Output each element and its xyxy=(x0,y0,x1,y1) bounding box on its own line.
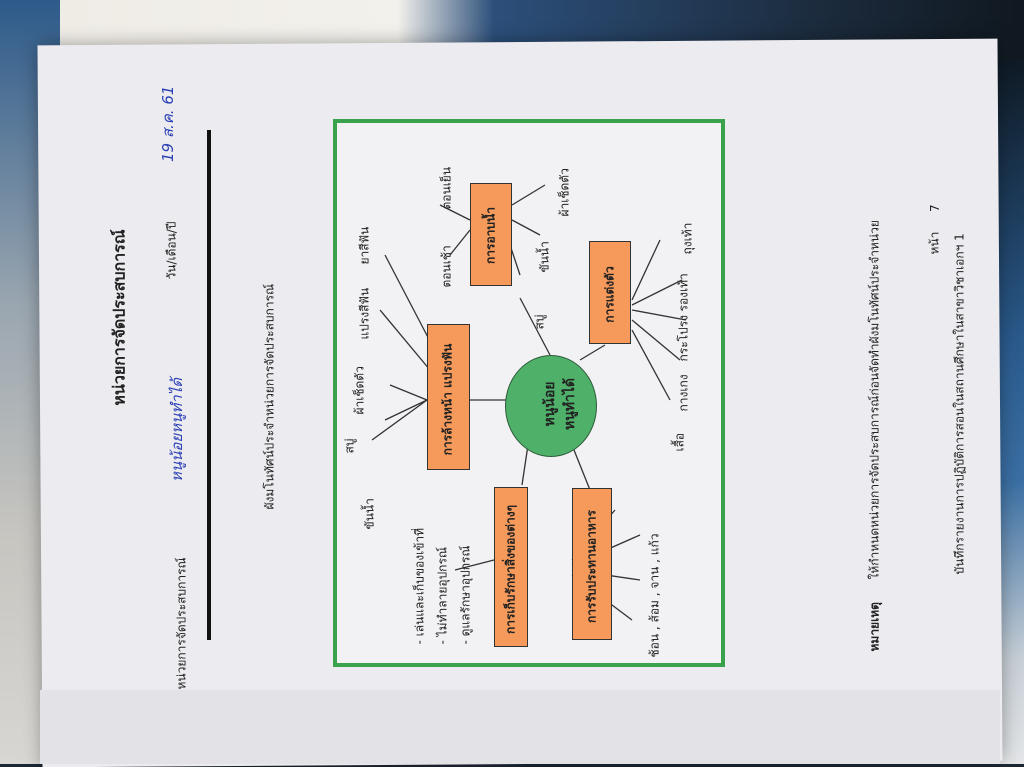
wash-item-1: ขันน้ำ xyxy=(362,498,377,530)
center-label-1: หนูน้อย xyxy=(542,381,558,427)
node-care-label: การเก็บรักษาสิ่งของต่างๆ xyxy=(503,504,518,635)
care-item-2: - ไม่ทำลายอุปกรณ์ xyxy=(435,546,450,645)
node-dress-label: การแต่งตัว xyxy=(602,266,617,323)
dress-item-1: เสื้อ xyxy=(672,432,687,452)
node-wash-label: การล้างหน้า แปรงฟัน xyxy=(440,343,455,456)
node-eat xyxy=(572,488,612,640)
bath-item-5: ผ้าเช็ดตัว xyxy=(557,168,572,217)
header-divider xyxy=(207,130,211,640)
node-eat-label: การรับประทานอาหาร xyxy=(584,510,599,623)
center-label-2: หนูทำได้ xyxy=(562,377,578,431)
page-number: 7 xyxy=(928,204,942,212)
bath-item-4: ขันน้ำ xyxy=(537,241,552,273)
page-label: หน้า xyxy=(927,231,942,255)
node-bath-label: การอาบน้ำ xyxy=(483,207,498,264)
note-label: หมายเหตุ xyxy=(867,602,882,652)
dress-item-4: รองเท้า xyxy=(676,273,691,312)
care-item-3: - ดูแลรักษาอุปกรณ์ xyxy=(458,545,473,645)
wash-item-4: แปรงสีฟัน xyxy=(357,287,372,340)
eat-item-1: ช้อน , ส้อม , จาน , แก้ว xyxy=(647,533,662,658)
bath-item-2: ตอนเย็น xyxy=(439,166,454,210)
care-item-1: - เล่นและเก็บของเข้าที่ xyxy=(412,527,427,645)
center-node xyxy=(505,355,597,457)
note-text: ให้กำหนดหน่วยการจัดประสบการณ์ก่อนจัดทำผั… xyxy=(867,220,882,580)
bath-item-1: ตอนเช้า xyxy=(439,245,454,288)
node-care xyxy=(494,487,528,647)
node-bath xyxy=(470,183,512,286)
node-dress xyxy=(589,241,631,344)
dress-item-5: ถุงเท้า xyxy=(680,222,695,255)
page-bottom-edge xyxy=(40,690,1000,764)
wash-item-3: ผ้าเช็ดตัว xyxy=(352,366,367,415)
wash-item-5: ยาสีฟัน xyxy=(357,226,372,265)
node-wash xyxy=(427,324,470,470)
wash-item-2: สบู่ xyxy=(342,438,357,454)
bath-item-3: สบู่ xyxy=(532,314,547,330)
footer-text: บันทึกรายงานการปฏิบัติการสอนในสถานศึกษาใ… xyxy=(952,233,967,575)
